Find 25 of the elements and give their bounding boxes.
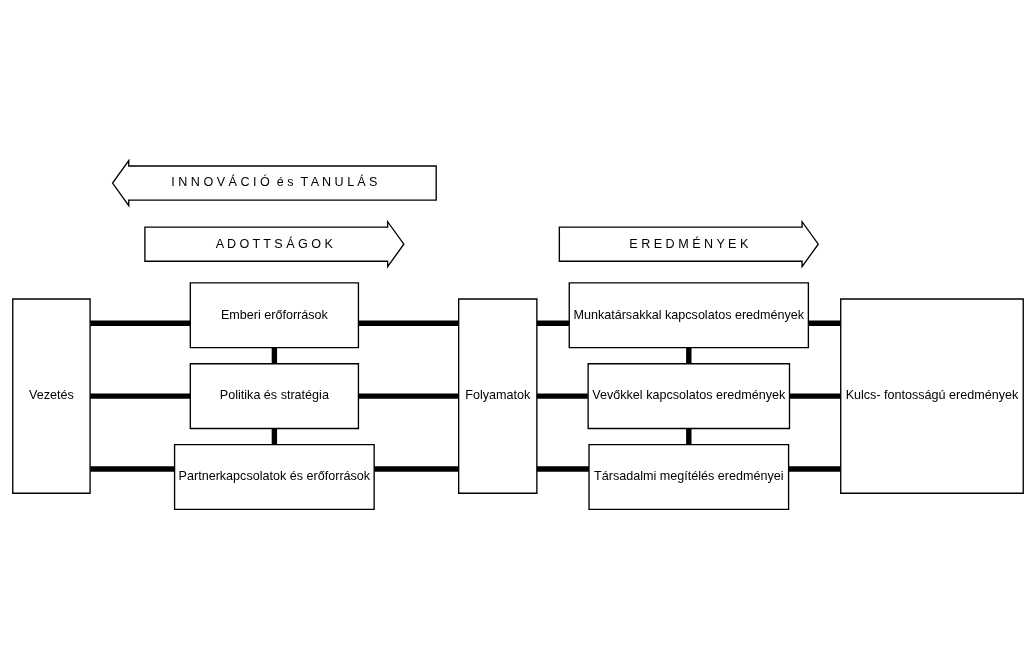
node-box: Társadalmi megítélés eredményei [588,443,790,510]
connector [358,392,459,399]
node-box: Partnerkapcsolatok és erőforrások [173,443,375,510]
connector [686,347,692,364]
node-box: Munkatársakkal kapcsolatos eredmények [568,281,810,348]
node-box: Emberi erőforrások [189,281,360,348]
connector [808,320,841,326]
connector [90,320,191,326]
connector [789,392,841,399]
node-box: Folyamatok [458,297,538,494]
connector [358,320,459,326]
connector [536,465,589,472]
connector [788,465,841,472]
connector [90,392,191,399]
node-box: Kulcs- fontosságú eredmények [840,297,1024,494]
node-box: Vezetés [12,297,91,494]
node-box: Politika és stratégia [189,362,360,429]
connector [90,465,175,472]
connector [271,347,278,364]
connector [374,465,459,472]
connector [271,428,278,445]
node-box: Vevőkkel kapcsolatos eredmények [587,362,791,429]
connector [686,428,692,445]
connector [536,320,569,326]
connector [536,392,588,399]
